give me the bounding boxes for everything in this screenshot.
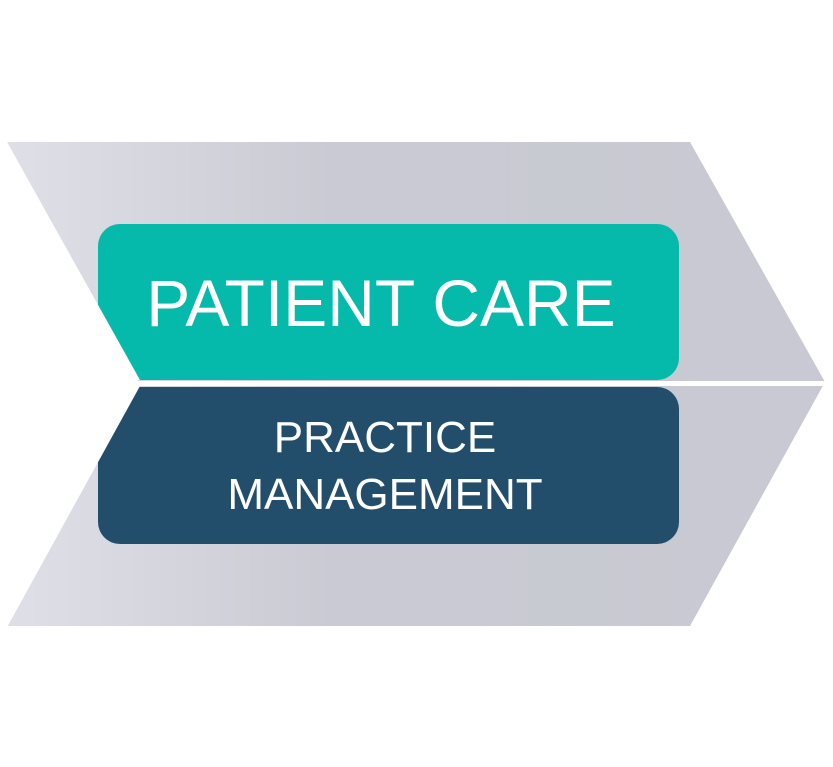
patient-care-block [98, 224, 679, 380]
practice-management-line1: PRACTICE [274, 413, 496, 462]
patient-care-label: PATIENT CARE [146, 266, 615, 340]
chevron-divider [0, 381, 833, 386]
practice-management-block [98, 387, 679, 544]
practice-management-line2: MANAGEMENT [227, 470, 542, 519]
